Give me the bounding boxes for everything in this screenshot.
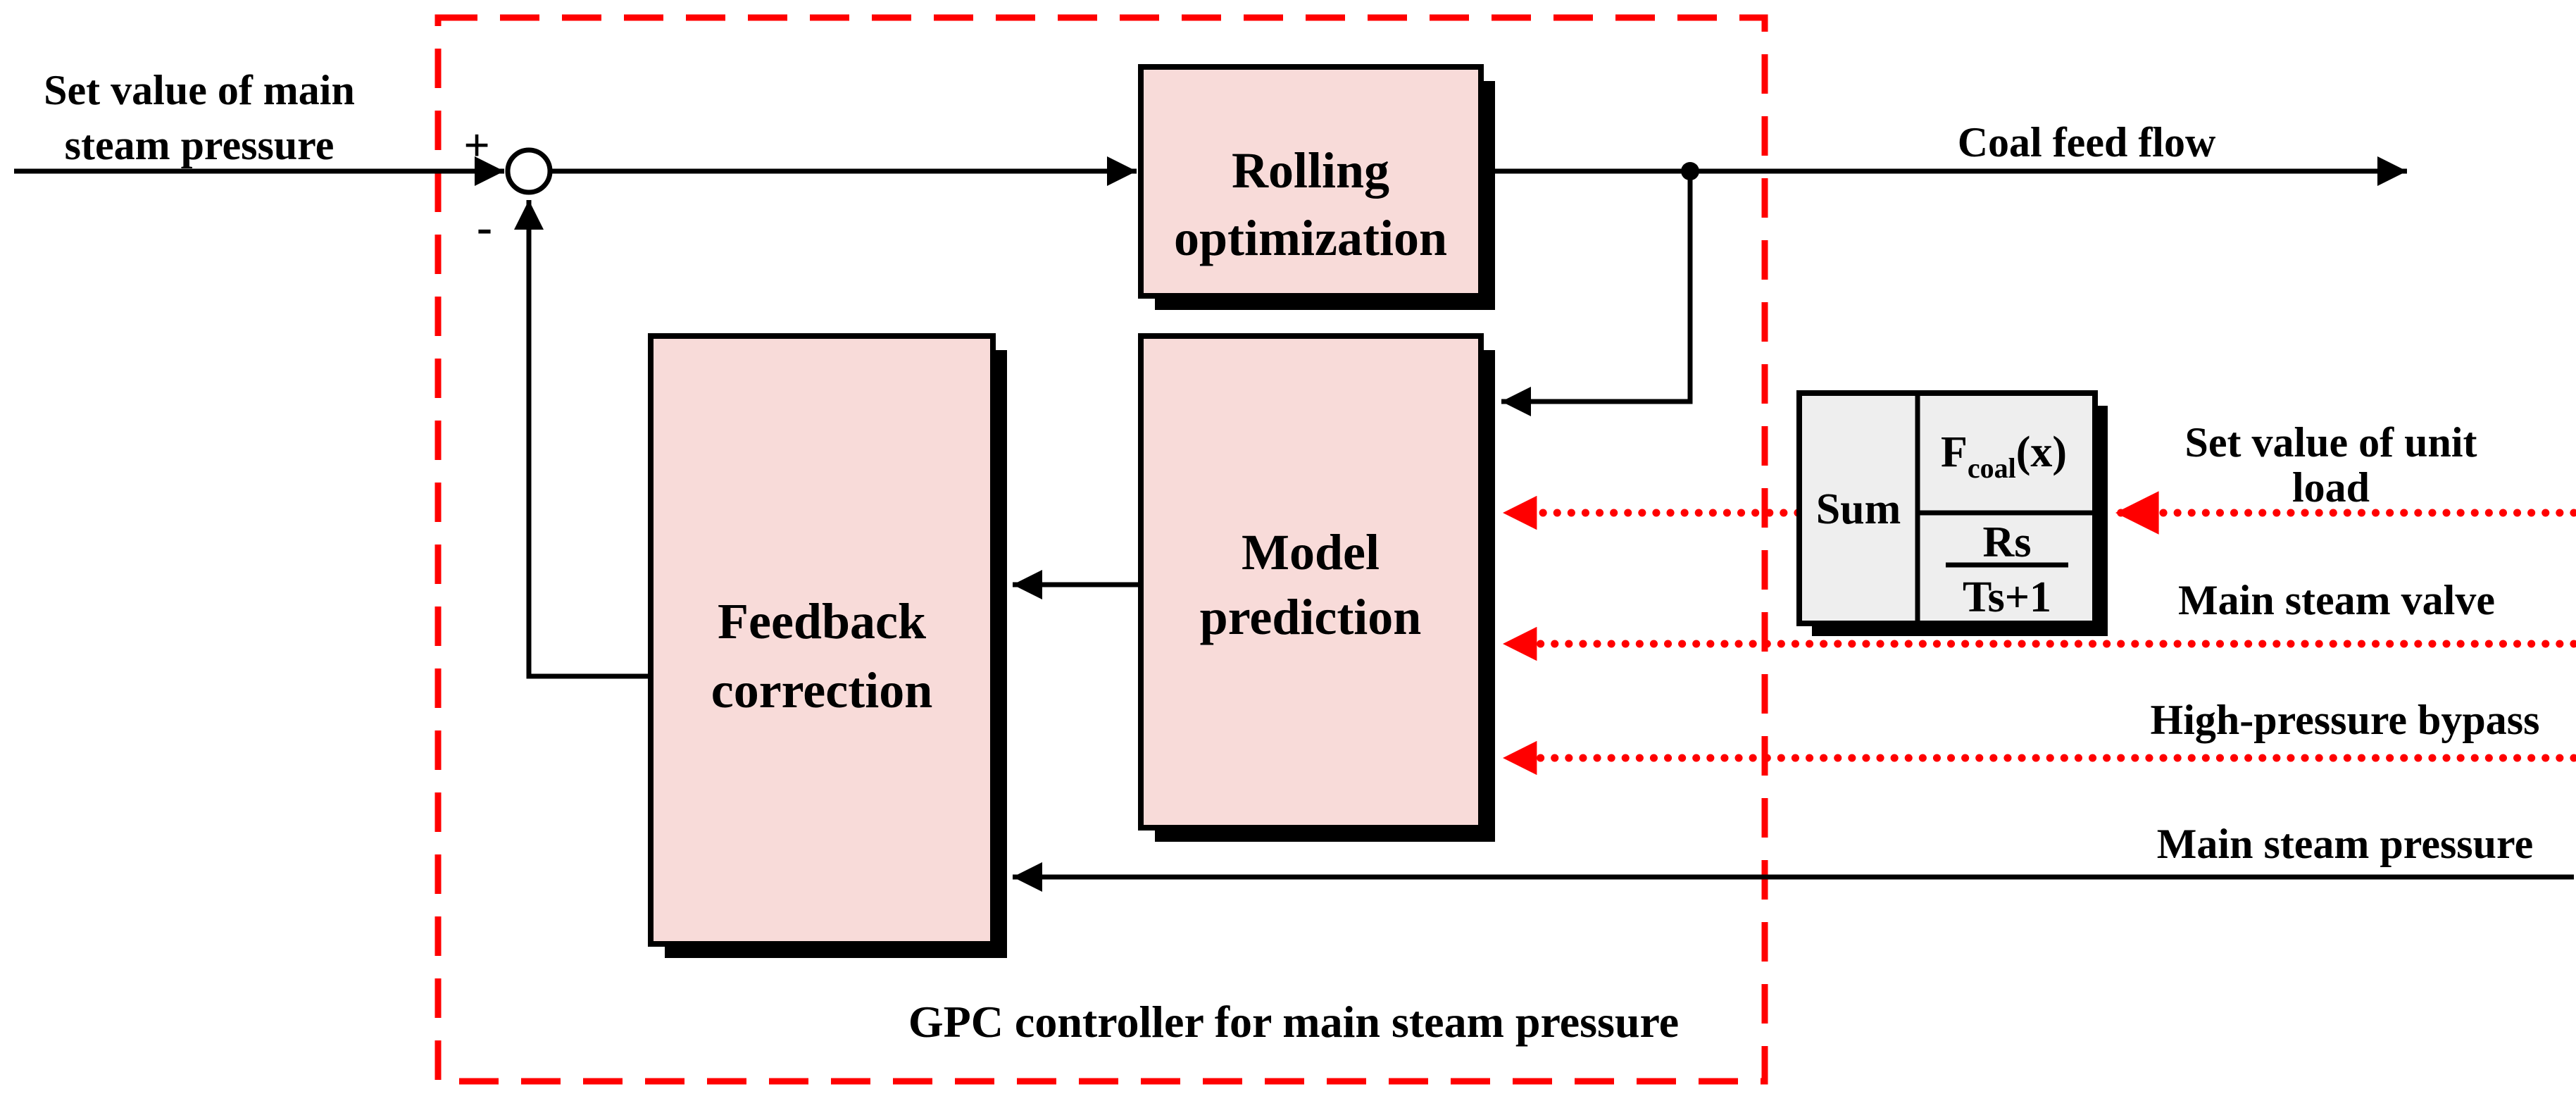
feedback-correction-block — [648, 333, 996, 947]
summing-junction-circle — [505, 147, 553, 195]
plus-sign: + — [463, 120, 490, 171]
fcoal-subscript: coal — [1968, 452, 2016, 484]
minus-sign: - — [477, 201, 492, 253]
model-prediction-block — [1138, 333, 1484, 831]
set-value-main-steam-pressure-label-line2: steam pressure — [65, 122, 334, 168]
model-prediction-label-line1: Model — [1242, 524, 1380, 580]
feedback-return-line — [514, 200, 651, 679]
fcoal-function-label: Fcoal(x) — [1941, 428, 2067, 484]
transfer-function-numerator: Rs — [1983, 518, 2032, 566]
high-pressure-bypass-label: High-pressure bypass — [2151, 697, 2540, 743]
transfer-function-denominator: Ts+1 — [1963, 573, 2051, 621]
feedback-correction-label-line1: Feedback — [718, 593, 926, 649]
main-steam-pressure-label: Main steam pressure — [2157, 821, 2533, 867]
rolling-optimization-block — [1138, 64, 1484, 299]
set-value-unit-load-label-line1: Set value of unit — [2184, 419, 2477, 466]
fcoal-argument: (x) — [2016, 428, 2067, 476]
sum-label: Sum — [1816, 485, 1901, 533]
junction-dot — [1681, 162, 1699, 180]
set-value-unit-load-label-line2: load — [2292, 464, 2370, 511]
gpc-dashed-boundary — [434, 14, 1768, 1085]
model-prediction-label-line2: prediction — [1200, 589, 1422, 645]
main-steam-valve-label: Main steam valve — [2178, 577, 2495, 623]
coal-feed-flow-label: Coal feed flow — [1958, 119, 2216, 166]
sum-block — [1796, 390, 2098, 626]
output-branch-to-model-line — [1501, 176, 1693, 416]
gpc-controller-caption: GPC controller for main steam pressure — [908, 997, 1679, 1047]
set-value-main-steam-pressure-label-line1: Set value of main — [44, 67, 355, 113]
rolling-optimization-label-line1: Rolling — [1232, 142, 1389, 199]
rolling-optimization-label-line2: optimization — [1174, 210, 1447, 266]
feedback-correction-label-line2: correction — [711, 662, 933, 719]
fcoal-main: F — [1941, 428, 1968, 476]
